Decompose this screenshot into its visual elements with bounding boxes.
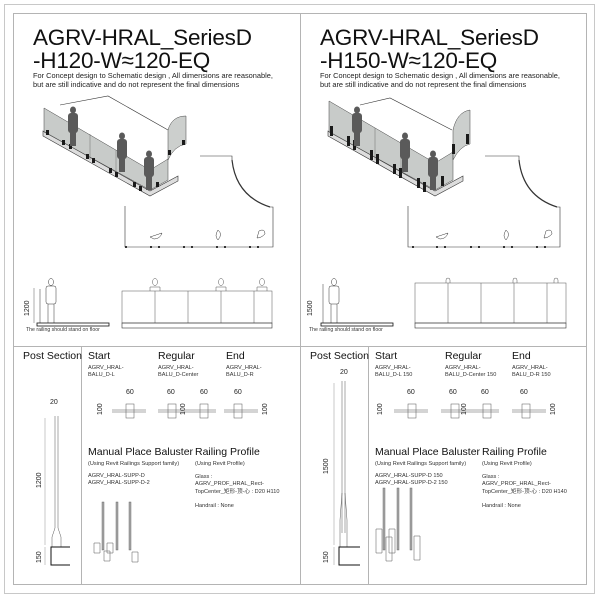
- baluster-start-label: Start: [375, 350, 398, 362]
- panel-divider-vertical: [300, 13, 301, 585]
- elevation-view: [33, 278, 273, 329]
- baluster-start-label: Start: [88, 350, 111, 362]
- panel-title-line2: -H120-W≈120-EQ: [33, 48, 211, 73]
- railing-profile-handrail: Handrail : None: [482, 503, 521, 509]
- railing-profile-glass-label: Glass :: [482, 474, 500, 480]
- railing-profile-label: Railing Profile: [482, 446, 547, 458]
- manual-baluster-family-2: AGRV_HRAL-SUPP-D-2 150: [375, 480, 448, 486]
- sheet-outer-border: [4, 4, 595, 594]
- railing-profile-glass-label: Glass :: [195, 474, 213, 480]
- post-width-dim: 20: [340, 369, 348, 376]
- post-section-divider-right: [368, 346, 369, 585]
- start-width-dim: 60: [126, 389, 134, 396]
- isometric-railing-view: [327, 97, 561, 248]
- railing-profile-note: (Using Revit Profile): [482, 461, 532, 467]
- baluster-plan-drawings: [112, 403, 258, 419]
- baluster-regular-label: Regular: [445, 350, 482, 362]
- baluster-end-family-line1: AGRV_HRAL-: [512, 365, 548, 371]
- floor-note: The railing should stand on floor: [26, 327, 100, 333]
- post-section-drawing: [333, 381, 360, 566]
- railing-profile-glass-line1: AGRV_PROF_HRAL_Rect-: [195, 481, 264, 487]
- manual-baluster-family-1: AGRV_HRAL-SUPP-D 150: [375, 473, 443, 479]
- baluster-regular-family-line1: AGRV_HRAL-: [158, 365, 194, 371]
- railing-profile-glass-line2: TopCenter_矩形-顶-心 : D20 H110: [195, 489, 280, 495]
- post-section-label: Post Section: [23, 350, 82, 362]
- regular-width-dim-1: 60: [449, 389, 457, 396]
- baluster-end-family-line1: AGRV_HRAL-: [226, 365, 262, 371]
- panel-subtitle-line2: but are still indicative and do not repr…: [33, 80, 240, 89]
- regular-width-dim-2: 60: [200, 389, 208, 396]
- baluster-end-family-line2: BALU_D-R: [226, 372, 254, 378]
- section-divider-horizontal: [13, 346, 587, 347]
- panel-title-line1: AGRV-HRAL_SeriesD: [33, 25, 252, 50]
- railing-profile-label: Railing Profile: [195, 446, 260, 458]
- post-section-drawing: [44, 416, 70, 566]
- manual-baluster-family-1: AGRV_HRAL-SUPP-D: [88, 473, 145, 479]
- manual-baluster-drawing: [93, 501, 139, 563]
- railing-profile-glass-line1: AGRV_PROF_HRAL_Rect-: [482, 481, 551, 487]
- manual-baluster-label: Manual Place Baluster: [375, 446, 481, 458]
- baluster-start-family-line2: BALU_D-L: [88, 372, 115, 378]
- manual-baluster-note: (Using Revit Railings Support family): [88, 461, 180, 467]
- railing-profile-handrail: Handrail : None: [195, 503, 234, 509]
- manual-baluster-label: Manual Place Baluster: [88, 446, 194, 458]
- baluster-regular-family-line1: AGRV_HRAL-: [445, 365, 481, 371]
- baluster-end-label: End: [226, 350, 245, 362]
- regular-width-dim-1: 60: [167, 389, 175, 396]
- panel-subtitle-line1: For Concept design to Schematic design ,…: [33, 71, 273, 80]
- railing-profile-note: (Using Revit Profile): [195, 461, 245, 467]
- railing-profile-glass-line2: TopCenter_矩形-顶-心 : D20 H140: [482, 489, 567, 495]
- baluster-regular-family-line2: BALU_D-Center: [158, 372, 199, 378]
- panel-title-line1: AGRV-HRAL_SeriesD: [320, 25, 539, 50]
- baluster-regular-label: Regular: [158, 350, 195, 362]
- panel-subtitle-line2: but are still indicative and do not repr…: [320, 80, 527, 89]
- baluster-start-family-line2: BALU_D-L 150: [375, 372, 413, 378]
- panel-title-line2: -H150-W≈120-EQ: [320, 48, 498, 73]
- baluster-end-family-line2: BALU_D-R 150: [512, 372, 551, 378]
- regular-width-dim-2: 60: [481, 389, 489, 396]
- end-width-dim: 60: [520, 389, 528, 396]
- baluster-start-family-line1: AGRV_HRAL-: [88, 365, 124, 371]
- baluster-start-family-line1: AGRV_HRAL-: [375, 365, 411, 371]
- baluster-regular-family-line2: BALU_D-Center 150: [445, 372, 497, 378]
- baluster-end-label: End: [512, 350, 531, 362]
- elevation-view: [320, 277, 567, 329]
- isometric-railing-view: [42, 95, 274, 248]
- start-width-dim: 60: [407, 389, 415, 396]
- post-section-divider-left: [81, 346, 82, 585]
- post-width-dim: 20: [50, 399, 58, 406]
- manual-baluster-family-2: AGRV_HRAL-SUPP-D-2: [88, 480, 150, 486]
- panel-subtitle-line1: For Concept design to Schematic design ,…: [320, 71, 560, 80]
- end-width-dim: 60: [234, 389, 242, 396]
- floor-note: The railing should stand on floor: [309, 327, 383, 333]
- post-section-label: Post Section: [310, 350, 369, 362]
- manual-baluster-note: (Using Revit Railings Support family): [375, 461, 467, 467]
